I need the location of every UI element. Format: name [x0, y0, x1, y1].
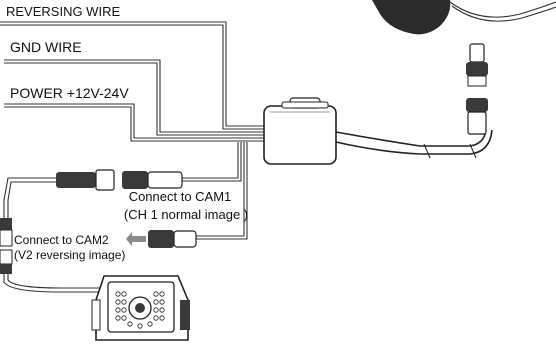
camera-cable [3, 177, 100, 293]
monitor-corner [372, 0, 451, 35]
gnd-wire [4, 59, 264, 136]
right-connector-lower [466, 98, 488, 135]
reversing-wire [0, 21, 264, 130]
monitor-cable-top [449, 1, 556, 18]
cam2-connector [148, 230, 197, 248]
video-wires [182, 142, 248, 240]
camera [91, 275, 190, 341]
cam1-label-line2: (CH 1 normal image ) [124, 207, 248, 222]
reversing-wire-label: REVERSING WIRE [6, 4, 120, 19]
power-wire [4, 103, 264, 142]
cam2-arrow-icon [126, 232, 146, 246]
left-connector-lower [0, 249, 13, 274]
cam1-connector [56, 169, 183, 191]
power-wire-label: POWER +12V-24V [10, 85, 129, 101]
right-connector-upper [466, 43, 488, 87]
control-box [263, 97, 337, 165]
cam1-label-line1: Connect to CAM1 [129, 189, 232, 204]
output-cable [335, 129, 493, 159]
gnd-wire-label: GND WIRE [10, 39, 82, 55]
cam2-label-line1: Connect to CAM2 [14, 233, 109, 247]
cam2-label-line2: (V2 reversing image) [14, 248, 125, 262]
left-connector-upper [0, 218, 13, 247]
